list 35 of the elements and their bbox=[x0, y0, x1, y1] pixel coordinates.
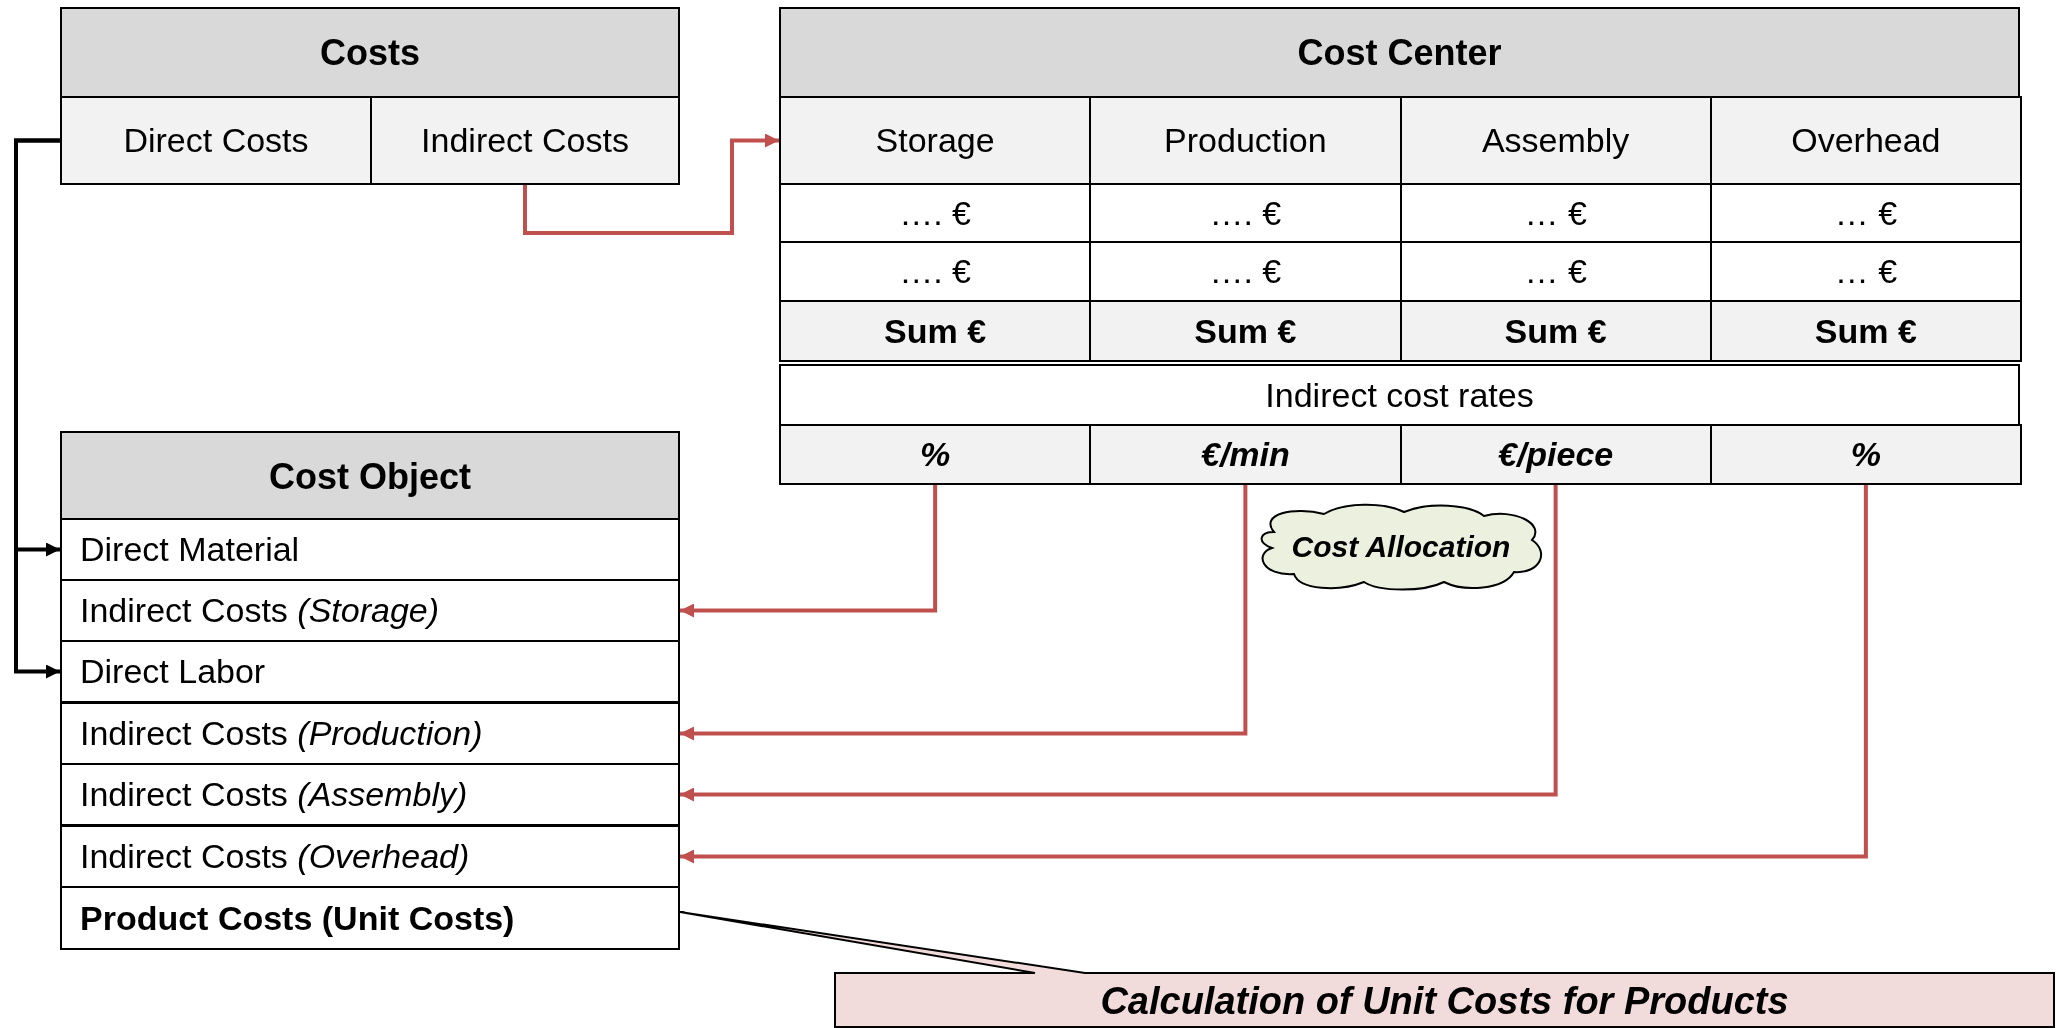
callout-text: Calculation of Unit Costs for Products bbox=[1099, 980, 1790, 1023]
table-cell: Indirect Costs (Storage) bbox=[60, 579, 680, 642]
table-cell: % bbox=[1709, 424, 2022, 485]
table-cell: Indirect Costs (Overhead) bbox=[60, 825, 680, 888]
table-panel bbox=[60, 431, 680, 950]
table-cell: €/min bbox=[1089, 424, 1402, 485]
table-cell: Direct Labor bbox=[60, 640, 680, 703]
table-cell: Direct Material bbox=[60, 518, 680, 581]
table-cell: Direct Costs bbox=[60, 96, 372, 185]
table-panel bbox=[60, 7, 680, 185]
table-cell: Indirect Costs (Assembly) bbox=[60, 763, 680, 826]
column-header: Production bbox=[1089, 96, 1402, 185]
table-cell: Indirect cost rates bbox=[779, 364, 2020, 426]
table-panel bbox=[779, 7, 2020, 485]
column-header: Assembly bbox=[1399, 96, 1712, 185]
cloud-label: Cost Allocation bbox=[1291, 530, 1511, 564]
table-cell: Indirect Costs (Production) bbox=[60, 702, 680, 765]
table-header: Costs bbox=[60, 7, 680, 98]
column-header: Overhead bbox=[1709, 96, 2022, 185]
table-cell: Sum € bbox=[1089, 300, 1402, 362]
table-cell: % bbox=[779, 424, 1092, 485]
arrow bbox=[680, 485, 1868, 864]
table-cell: Sum € bbox=[1399, 300, 1712, 362]
arrow bbox=[523, 133, 779, 235]
arrow bbox=[14, 138, 60, 679]
table-cell: Product Costs (Unit Costs) bbox=[60, 886, 680, 950]
arrow bbox=[680, 485, 1558, 802]
table-cell: Sum € bbox=[779, 300, 1092, 362]
table-cell: Sum € bbox=[1709, 300, 2022, 362]
table-cell: €/piece bbox=[1399, 424, 1712, 485]
arrow bbox=[680, 485, 1248, 741]
arrow bbox=[680, 485, 938, 618]
table-cell: Indirect Costs bbox=[370, 96, 680, 185]
column-header: Storage bbox=[779, 96, 1092, 185]
table-header: Cost Center bbox=[779, 7, 2020, 98]
